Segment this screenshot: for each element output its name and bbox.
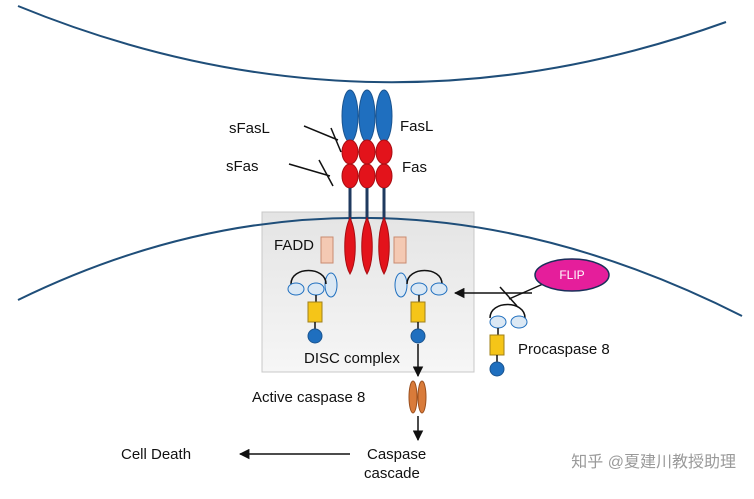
disc-complex-label: DISC complex: [304, 350, 400, 367]
caspase-cascade-label-line2: cascade: [364, 465, 420, 482]
caspase-box-right: [410, 301, 426, 323]
fas-transmembrane-stalks: [348, 188, 386, 222]
lower-cell-membrane: [17, 216, 743, 317]
active-caspase-8-label: Active caspase 8: [252, 389, 365, 406]
fasl-trimer: [341, 89, 393, 143]
fas-death-domains: [344, 216, 390, 275]
caspase-cascade-label-line1: Caspase: [367, 446, 426, 463]
fadd-complex-left: [287, 236, 338, 344]
sfas-label: sFas: [226, 158, 259, 175]
active-caspase-8: [408, 380, 427, 414]
free-procaspase-8: [489, 303, 528, 377]
fadd-label: FADD: [274, 237, 314, 254]
flip-label: FLIP: [559, 268, 584, 282]
caspase-box-left: [307, 301, 323, 323]
flip-inhibition-marker: [499, 283, 544, 307]
fas-label: Fas: [402, 159, 427, 176]
fas-trimer: [341, 139, 393, 189]
fasl-label: FasL: [400, 118, 433, 135]
fadd-complex-right: [393, 236, 448, 344]
flip-oval: [534, 258, 610, 292]
procaspase-8-label: Procaspase 8: [518, 341, 610, 358]
cell-death-label: Cell Death: [121, 446, 191, 463]
sfasl-label: sFasL: [229, 120, 270, 137]
fadd-box-right: [393, 236, 407, 264]
upper-cell-membrane: [17, 5, 727, 84]
sfas-inhibition-marker: [288, 159, 334, 187]
fadd-box-left: [320, 236, 334, 264]
watermark-text: 知乎 @夏建川教授助理: [571, 453, 736, 471]
sfasl-inhibition-marker: [303, 125, 342, 153]
